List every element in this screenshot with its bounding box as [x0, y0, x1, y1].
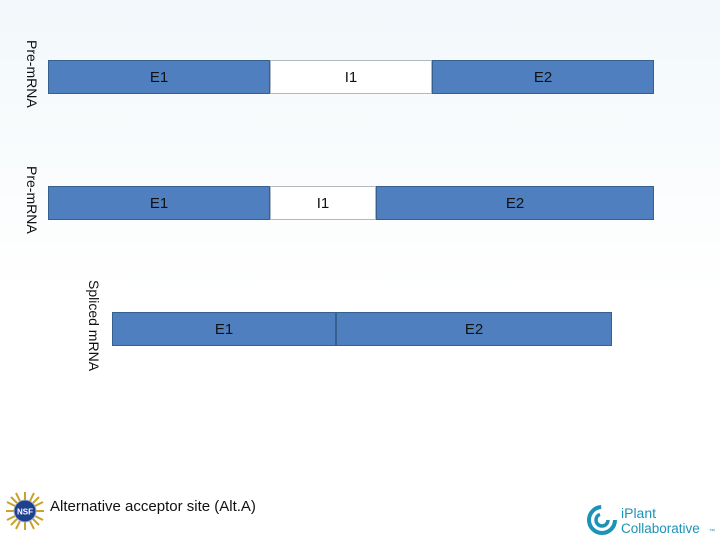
row-3-exon-2: E2	[336, 312, 612, 346]
row-1-bar: E1 I1 E2	[48, 60, 654, 94]
nsf-logo-icon: NSF	[6, 492, 44, 530]
slide-caption: Alternative acceptor site (Alt.A)	[50, 498, 256, 515]
row-2-bar: E1 I1 E2	[48, 186, 654, 220]
row-2-intron-1: I1	[270, 186, 376, 220]
row-1-exon-2: E2	[432, 60, 654, 94]
row-1-label: Pre-mRNA	[24, 40, 40, 108]
iplant-logo-line2: Collaborative	[621, 521, 700, 536]
nsf-logo-text: NSF	[17, 508, 33, 517]
iplant-logo-tm: ™	[709, 528, 715, 535]
row-2-exon-2: E2	[376, 186, 654, 220]
row-3-exon-1: E1	[112, 312, 336, 346]
iplant-logo-icon: iPlant Collaborative ™	[587, 505, 715, 536]
row-2-exon-1: E1	[48, 186, 270, 220]
row-3-bar: E1 E2	[112, 312, 612, 346]
row-1-exon-1: E1	[48, 60, 270, 94]
row-1-intron-1: I1	[270, 60, 432, 94]
row-3-label: Spliced mRNA	[86, 280, 102, 372]
iplant-logo-line1: iPlant	[621, 505, 656, 521]
row-2-label: Pre-mRNA	[24, 166, 40, 234]
